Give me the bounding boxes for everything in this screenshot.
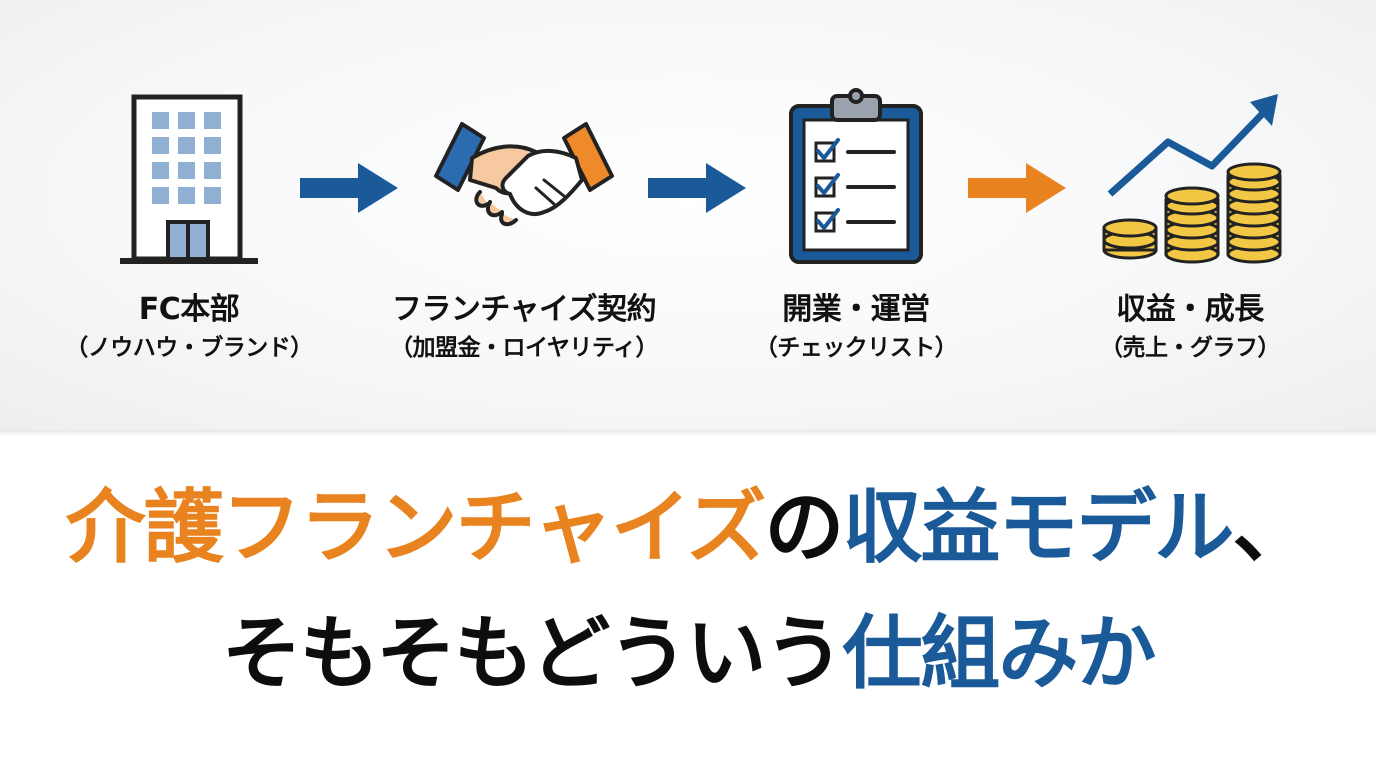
headline-question-text: そもそもどういう bbox=[221, 607, 845, 700]
office-building-icon bbox=[120, 94, 258, 264]
step-label: 開業・運営 bbox=[782, 292, 930, 327]
step-revenue-growth: 収益・成長 （売上・グラフ） bbox=[1030, 290, 1350, 366]
step-sublabel: （ノウハウ・ブランド） bbox=[65, 335, 313, 361]
arrow-right-icon bbox=[968, 163, 1066, 213]
step-label: フランチャイズ契約 bbox=[391, 292, 657, 327]
headline-line-1: 介護フランチャイズの収益モデル、 bbox=[0, 478, 1376, 578]
step-label: 収益・成長 bbox=[1116, 292, 1264, 327]
handshake-icon bbox=[434, 122, 614, 227]
step-fc-headquarters: FC本部 （ノウハウ・ブランド） bbox=[29, 290, 349, 366]
step-sublabel: （チェックリスト） bbox=[754, 335, 958, 361]
step-sublabel: （売上・グラフ） bbox=[1100, 335, 1281, 361]
arrow-right-icon bbox=[648, 163, 746, 213]
coins-growth-chart-icon bbox=[1102, 94, 1282, 264]
headline-franchise-text: 介護フランチャイズ bbox=[65, 481, 767, 574]
step-sublabel: （加盟金・ロイヤリティ） bbox=[390, 335, 658, 361]
headline-comma-text: 、 bbox=[1232, 481, 1312, 574]
clipboard-checklist-icon bbox=[789, 88, 923, 264]
step-label: FC本部 bbox=[138, 292, 240, 327]
panel-divider bbox=[0, 430, 1376, 436]
step-franchise-contract: フランチャイズ契約 （加盟金・ロイヤリティ） bbox=[364, 290, 684, 366]
headline-line-2: そもそもどういう仕組みか bbox=[0, 604, 1376, 704]
headline-particle-text: の bbox=[764, 481, 844, 574]
headline-revenue-model-text: 収益モデル bbox=[842, 481, 1234, 574]
arrow-right-icon bbox=[300, 163, 398, 213]
headline-mechanism-text: 仕組みか bbox=[842, 607, 1156, 700]
step-opening-operation: 開業・運営 （チェックリスト） bbox=[696, 290, 1016, 366]
